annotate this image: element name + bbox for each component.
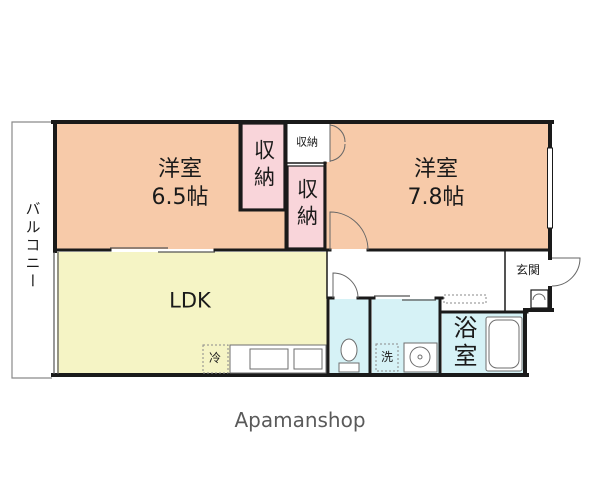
washer-space: [375, 343, 399, 372]
refrigerator-label: 冷: [208, 351, 222, 365]
washer-label: 洗: [380, 350, 394, 364]
walls: [51, 120, 554, 377]
bath-label: 浴室: [449, 315, 477, 371]
wash-basin-drain: [417, 354, 423, 360]
balcony-rail: [11, 121, 52, 379]
western-room-7-8-name: 洋室: [413, 157, 459, 182]
ldk-window: [53, 252, 59, 374]
ldk-label: LDK: [169, 288, 211, 313]
shoe-cabinet: [530, 289, 549, 309]
storage-1-label: 収納: [251, 139, 276, 193]
western-room-6-5-name: 洋室: [157, 157, 203, 182]
doors: [329, 124, 581, 299]
room-fills: [57, 123, 549, 374]
kitchen-stove: [293, 348, 323, 370]
kitchen-sink: [249, 348, 289, 370]
brand-watermark: Apamanshop: [234, 408, 366, 432]
storage-small-floor: [287, 124, 330, 162]
storage-small-folding-door: [329, 124, 346, 162]
bedroom-2-window: [547, 147, 553, 229]
bedroom-2-door: [329, 211, 369, 251]
storage-2-label: 収納: [294, 178, 319, 232]
bedroom-ldk-sliding-door: [110, 247, 215, 253]
toilet-tank: [338, 362, 360, 373]
balcony-outline: [11, 121, 52, 379]
balcony-label: バルコニー: [23, 201, 42, 291]
storage-1-floor: [242, 124, 284, 209]
fixtures: [202, 289, 549, 374]
bathtub-inner: [488, 319, 520, 369]
toilet-bowl: [340, 338, 358, 362]
windows: [53, 147, 553, 374]
refrigerator-space: [202, 344, 229, 374]
western-room-6-5-size: 6.5帖: [151, 185, 209, 210]
toilet-door: [332, 272, 359, 299]
western-room-7-8-floor: [326, 124, 549, 249]
bath-folding-door: [443, 294, 487, 304]
washroom-sliding-door: [374, 295, 436, 301]
western-room-7-8-size: 7.8帖: [407, 185, 465, 210]
storage-small-label: 収納: [296, 135, 318, 149]
entrance-label: 玄関: [515, 263, 541, 277]
storage-2-floor: [288, 166, 324, 248]
shoe-cabinet-door: [532, 293, 546, 301]
toilet-floor: [330, 299, 369, 374]
entrance-door: [551, 257, 581, 287]
